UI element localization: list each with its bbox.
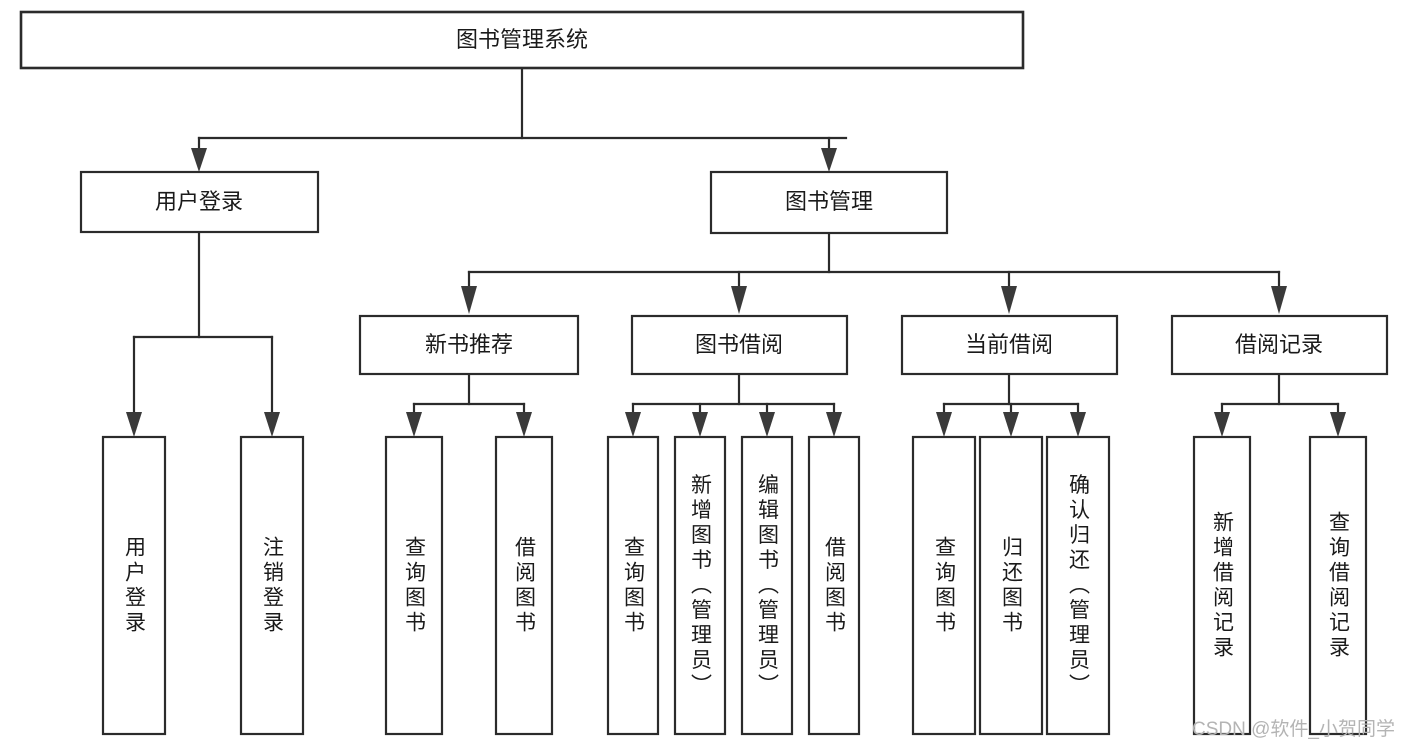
node-current-borrow-label: 当前借阅 [965, 332, 1053, 357]
leaf-borrow-records-add-label: 新增借阅记录 [1211, 511, 1235, 661]
connector-currentborrow-to-leaves [936, 372, 1086, 437]
node-book-management-label: 图书管理 [785, 189, 873, 214]
leaf-current-borrow-confirm-label: 确认归还（管理员） [1067, 474, 1091, 699]
leaf-borrow-records-query[interactable]: 查询借阅记录 [1308, 435, 1368, 736]
node-book-borrow[interactable]: 图书借阅 [630, 314, 849, 376]
leaf-new-book-query-label: 查询图书 [403, 536, 427, 636]
leaf-current-borrow-return[interactable]: 归还图书 [978, 435, 1044, 736]
leaf-user-login-logout[interactable]: 注销登录 [239, 435, 305, 736]
connector-borrowrecords-to-leaves [1214, 372, 1346, 437]
leaf-book-borrow-query[interactable]: 查询图书 [606, 435, 660, 736]
node-borrow-records-label: 借阅记录 [1235, 332, 1323, 357]
connector-newbook-to-leaves [406, 372, 532, 437]
node-root-label: 图书管理系统 [456, 27, 588, 52]
node-book-management[interactable]: 图书管理 [709, 170, 949, 235]
leaf-book-borrow-add[interactable]: 新增图书（管理员） [673, 435, 727, 736]
leaf-current-borrow-query[interactable]: 查询图书 [911, 435, 977, 736]
connector-bookmgmt-to-level2 [461, 231, 1287, 314]
leaf-new-book-query[interactable]: 查询图书 [384, 435, 444, 736]
leaf-book-borrow-query-label: 查询图书 [622, 536, 646, 636]
connector-userlogin-to-leaves [126, 230, 280, 437]
leaf-book-borrow-borrow-label: 借阅图书 [823, 536, 847, 636]
node-new-book-recommend[interactable]: 新书推荐 [358, 314, 580, 376]
leaf-book-borrow-edit[interactable]: 编辑图书（管理员） [740, 435, 794, 736]
node-book-borrow-label: 图书借阅 [695, 332, 783, 357]
leaf-borrow-records-query-label: 查询借阅记录 [1327, 511, 1351, 661]
leaf-current-borrow-return-label: 归还图书 [1000, 536, 1024, 636]
leaf-user-login-logout-label: 注销登录 [261, 536, 285, 636]
node-user-login-label: 用户登录 [155, 189, 243, 214]
connector-root-to-level1 [191, 66, 848, 172]
leaf-book-borrow-add-label: 新增图书（管理员） [689, 474, 713, 699]
leaf-user-login-login[interactable]: 用户登录 [101, 435, 167, 736]
connector-bookborrow-to-leaves [625, 372, 842, 437]
node-user-login[interactable]: 用户登录 [79, 170, 320, 234]
leaf-book-borrow-edit-label: 编辑图书（管理员） [756, 474, 780, 699]
node-root-book-management-system[interactable]: 图书管理系统 [19, 10, 1025, 70]
leaf-user-login-login-label: 用户登录 [123, 536, 147, 636]
leaf-current-borrow-confirm[interactable]: 确认归还（管理员） [1045, 435, 1111, 736]
leaf-new-book-borrow-label: 借阅图书 [513, 536, 537, 636]
leaf-borrow-records-add[interactable]: 新增借阅记录 [1192, 435, 1252, 736]
node-current-borrow[interactable]: 当前借阅 [900, 314, 1119, 376]
leaf-book-borrow-borrow[interactable]: 借阅图书 [807, 435, 861, 736]
node-borrow-records[interactable]: 借阅记录 [1170, 314, 1389, 376]
leaf-current-borrow-query-label: 查询图书 [933, 536, 957, 636]
node-new-book-recommend-label: 新书推荐 [425, 332, 513, 357]
csdn-watermark: CSDN @软件_小贺同学 [1192, 719, 1395, 740]
leaf-new-book-borrow[interactable]: 借阅图书 [494, 435, 554, 736]
